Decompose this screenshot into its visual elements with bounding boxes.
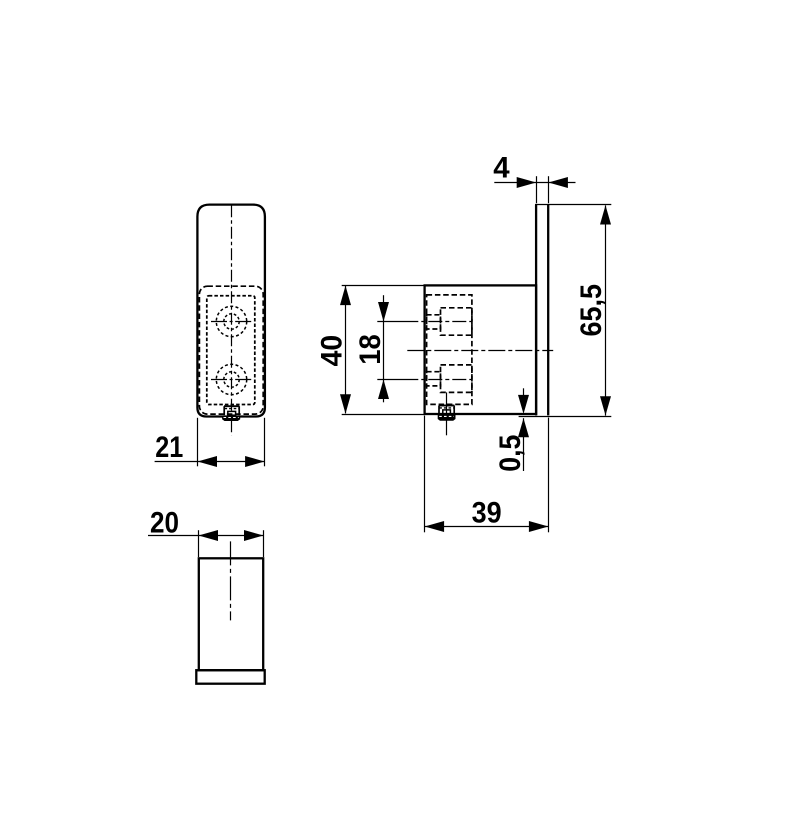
- svg-text:18: 18: [354, 334, 387, 365]
- svg-text:20: 20: [150, 506, 179, 539]
- svg-text:65,5: 65,5: [575, 284, 608, 337]
- svg-text:0,5: 0,5: [494, 435, 527, 472]
- svg-text:39: 39: [472, 497, 502, 530]
- svg-text:21: 21: [155, 431, 183, 464]
- svg-text:40: 40: [315, 335, 348, 367]
- svg-text:4: 4: [493, 152, 510, 185]
